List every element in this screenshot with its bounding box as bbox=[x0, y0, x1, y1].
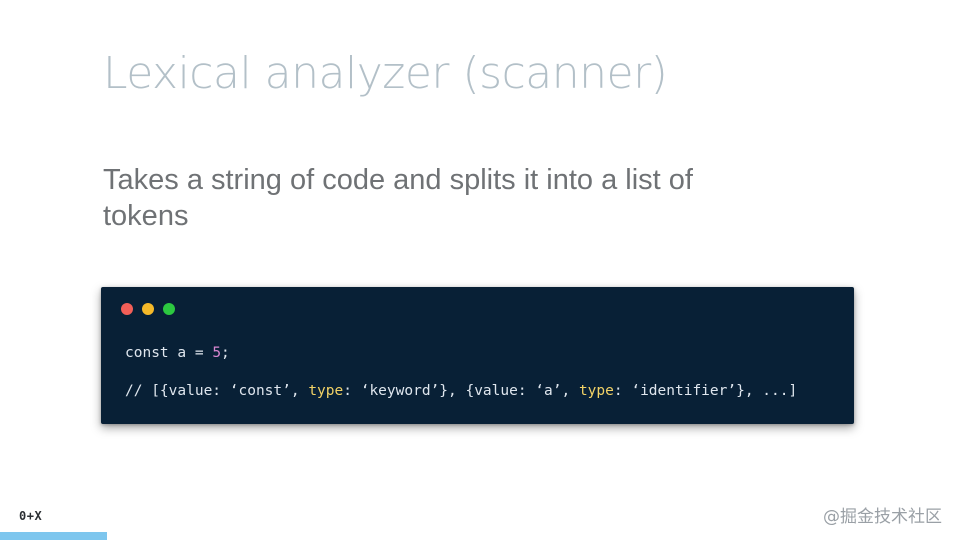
code-comment: // [{value: ‘const’, bbox=[125, 383, 309, 399]
code-line-2: // [{value: ‘const’, type: ‘keyword’}, {… bbox=[125, 381, 797, 401]
maximize-dot-icon bbox=[163, 303, 175, 315]
slide-title: Lexical analyzer (scanner) bbox=[103, 48, 668, 99]
close-dot-icon bbox=[121, 303, 133, 315]
slide-description: Takes a string of code and splits it int… bbox=[103, 164, 693, 232]
minimize-dot-icon bbox=[142, 303, 154, 315]
code-text: ; bbox=[221, 345, 230, 361]
watermark-text: @掘金技术社区 bbox=[823, 507, 942, 527]
code-line-1: const a = 5; bbox=[125, 343, 230, 363]
progress-accent-bar bbox=[0, 532, 107, 540]
keyword-token: type bbox=[308, 383, 344, 399]
code-comment: : ‘keyword’}, {value: ‘a’, bbox=[343, 383, 579, 399]
code-text: const a = bbox=[125, 345, 213, 361]
code-window: const a = 5; // [{value: ‘const’, type: … bbox=[101, 287, 854, 424]
keyword-token: type bbox=[578, 383, 614, 399]
window-controls bbox=[121, 303, 175, 315]
number-token: 5 bbox=[212, 345, 222, 361]
code-comment: : ‘identifier’}, ...] bbox=[613, 383, 798, 399]
brand-logo: 0+X bbox=[19, 509, 43, 523]
